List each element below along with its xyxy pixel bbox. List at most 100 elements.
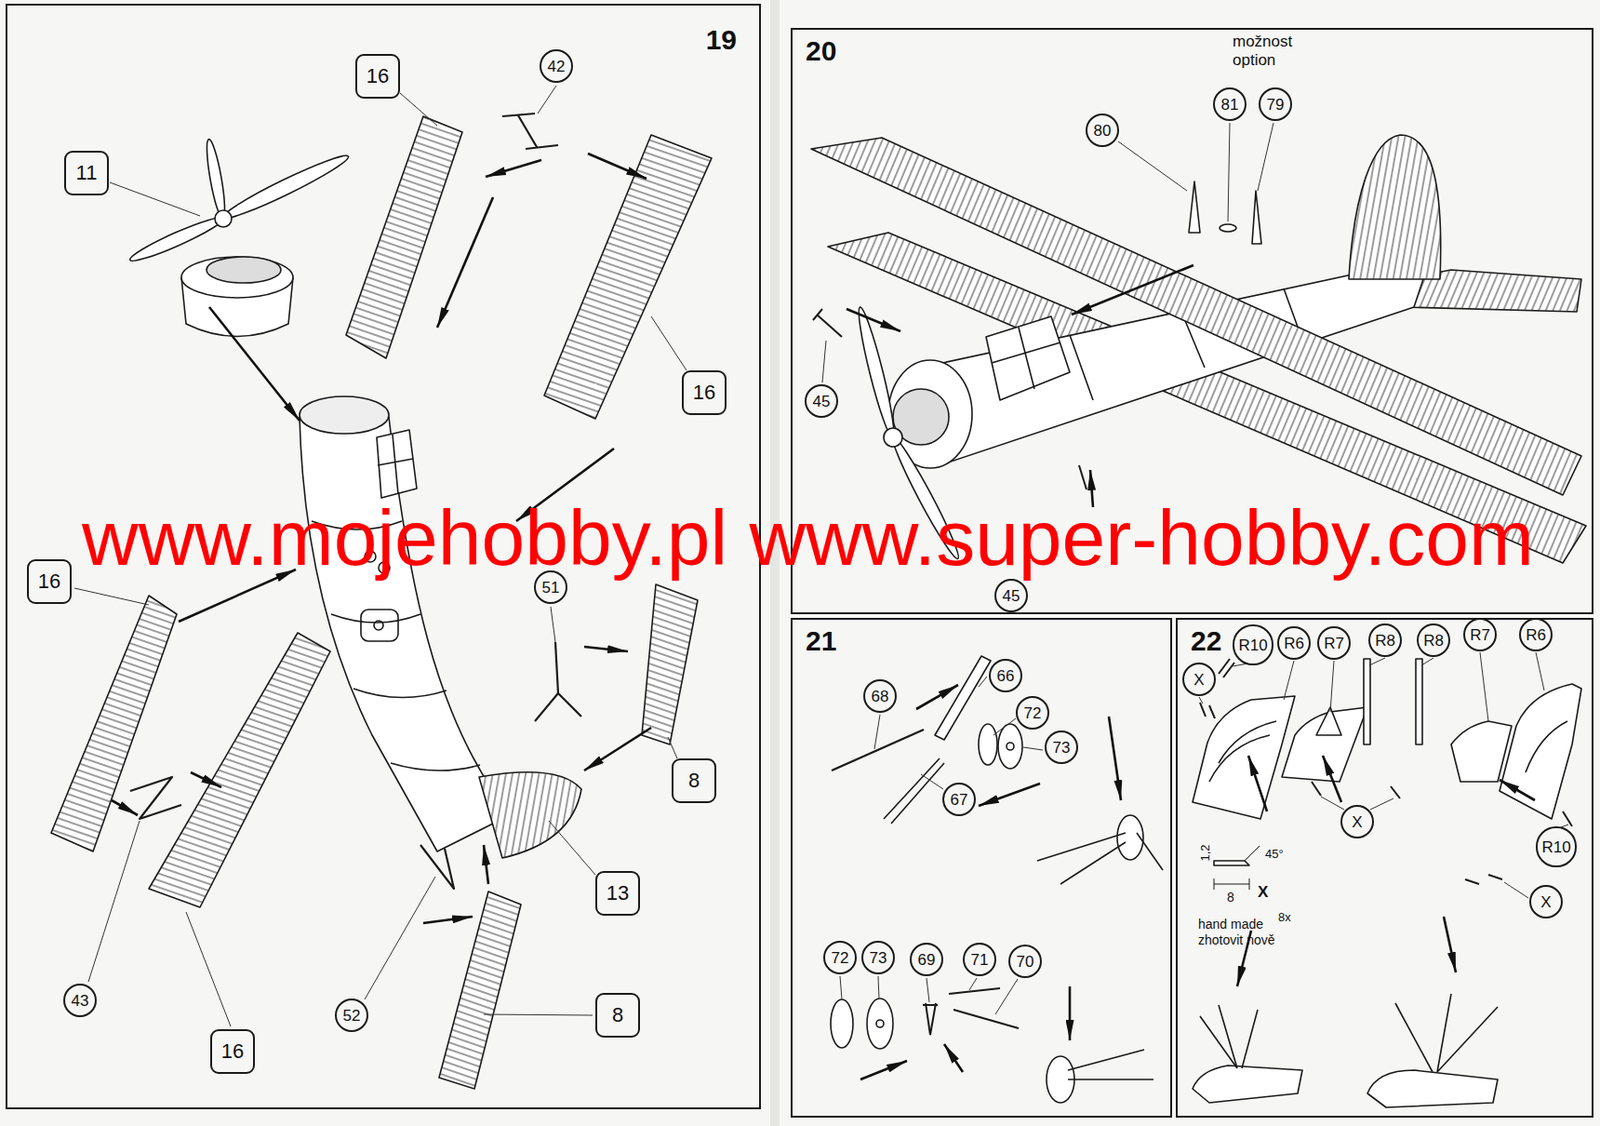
leader-lines	[1199, 652, 1569, 898]
callout-text: 80	[1093, 122, 1112, 139]
pitot-part	[1079, 465, 1087, 490]
dimension: 1,2	[1199, 843, 1212, 861]
callout-text: X	[1351, 813, 1362, 830]
strut-part	[831, 729, 924, 771]
leader-line	[109, 182, 200, 216]
wheel-half	[998, 723, 1023, 769]
leader-line	[1504, 881, 1529, 898]
strut-assembly	[1067, 1049, 1154, 1080]
propeller-hub	[883, 427, 903, 447]
dimension-box: 1,2	[1196, 843, 1214, 861]
cowl-rim	[181, 256, 294, 298]
callout-number: 68	[863, 679, 897, 713]
callout-text: 16	[693, 382, 716, 403]
leader-line	[995, 978, 1018, 1014]
leader-line	[978, 676, 987, 687]
callout-text: 72	[831, 949, 850, 966]
wheel-hub	[876, 1019, 884, 1027]
leader-line	[1480, 652, 1489, 721]
callout-text: X	[1540, 893, 1551, 910]
engine-cylinders	[206, 256, 281, 283]
leader-line	[969, 977, 977, 990]
arrow	[916, 684, 959, 709]
leader-line	[926, 977, 930, 1002]
leader-line	[920, 773, 944, 789]
step-number: 22	[1190, 626, 1222, 655]
arrow	[423, 916, 473, 923]
window	[373, 620, 384, 630]
callout-text: 73	[1053, 739, 1071, 756]
pin-part	[1311, 781, 1573, 884]
callout-number: R8	[1416, 623, 1451, 657]
callout-number: 71	[962, 942, 997, 976]
callout-text: 8	[612, 1004, 624, 1026]
callout-number: 81	[1213, 87, 1247, 121]
wing-panel	[346, 116, 463, 359]
arrow	[178, 569, 296, 622]
callout-number: 42	[539, 49, 574, 83]
watermark-box: www.mojehobby.pl www.super-hobby.com	[81, 498, 1534, 577]
cockpit-canopy	[986, 316, 1070, 400]
callout-number: 43	[63, 983, 97, 1017]
axle-part	[922, 1002, 938, 1035]
callout-text: R8	[1374, 632, 1396, 649]
wheel-half	[830, 999, 854, 1048]
callout-text: 8	[688, 770, 700, 791]
propeller-blade	[853, 305, 899, 439]
tailplane	[439, 891, 521, 1089]
leader-line	[1283, 660, 1294, 700]
antenna-part	[1188, 181, 1200, 233]
watermark: www.mojehobby.pl www.super-hobby.com	[81, 498, 1534, 577]
callout-text: 69	[918, 951, 936, 968]
callout-number: X	[1340, 804, 1374, 839]
leader-line	[537, 85, 557, 114]
arrow	[1443, 916, 1456, 973]
arrow	[1068, 986, 1072, 1040]
strut-part	[883, 758, 945, 824]
wheel-hub	[1006, 742, 1014, 750]
strut-assembly	[1037, 832, 1163, 884]
strut-part	[502, 113, 559, 149]
leader-line	[550, 606, 556, 642]
ski-strut	[1415, 658, 1423, 745]
dimension-box: X	[1257, 883, 1268, 901]
step-22-drawing	[1192, 652, 1582, 1107]
callout-text: 79	[1266, 96, 1285, 113]
callout-number: 8	[671, 758, 717, 803]
step-number: 21	[805, 626, 837, 655]
callout-text: 16	[221, 1040, 244, 1062]
fin-ribs	[1348, 134, 1441, 280]
arrow	[1071, 265, 1194, 315]
callout-number: 52	[334, 998, 369, 1032]
callout-text: X	[1193, 671, 1204, 688]
callout-number: 70	[1008, 944, 1042, 978]
arrow	[190, 772, 222, 787]
leader-line	[993, 718, 1016, 735]
ski-bracket	[1451, 720, 1512, 782]
callout-number: R6	[1519, 617, 1553, 652]
arrow	[111, 800, 138, 815]
callout-number: 16	[355, 53, 400, 99]
leader-line	[874, 714, 880, 749]
callout-number: R7	[1463, 617, 1497, 652]
callout-number: X	[1182, 662, 1216, 696]
tailplane-ribs	[641, 584, 698, 745]
arrow	[860, 1060, 907, 1080]
callout-text: 66	[997, 667, 1015, 684]
callout-text: 45	[813, 393, 831, 410]
strut-part	[130, 776, 182, 819]
callout-number: R10	[1232, 624, 1273, 665]
callout-text: 43	[71, 992, 90, 1009]
step-number: 20	[805, 37, 837, 66]
step-19-drawing	[51, 85, 712, 1089]
callout-text: 70	[1016, 953, 1035, 970]
rudder	[479, 772, 582, 858]
propeller-blade	[127, 212, 227, 267]
callout-text: 13	[606, 882, 629, 904]
leader-line	[1535, 652, 1545, 691]
note-box: 8x	[1278, 907, 1292, 925]
arrow	[978, 783, 1040, 806]
arrow	[1248, 755, 1267, 812]
